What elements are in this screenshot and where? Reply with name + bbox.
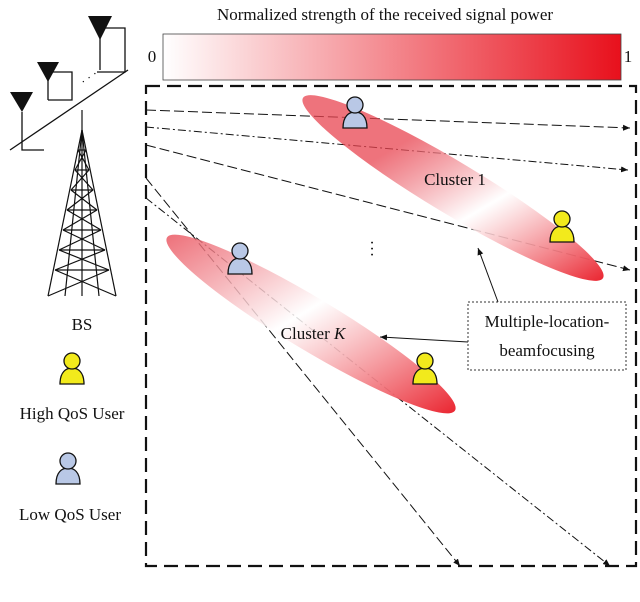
cluster-k-region (166, 234, 456, 414)
coverage-region (144, 84, 638, 568)
cluster-1-region (302, 95, 604, 281)
cluster-1-label: Cluster 1 (424, 170, 486, 189)
colorbar (162, 33, 622, 81)
callout-line-2: beamfocusing (499, 341, 595, 360)
callout-box (467, 301, 627, 371)
callout-line-1: Multiple-location- (485, 312, 610, 331)
colorbar-title: Normalized strength of the received sign… (217, 5, 553, 24)
cluster-k-label: Cluster K (281, 324, 347, 343)
antenna-array (9, 27, 129, 151)
cluster-k-italic: K (333, 324, 347, 343)
tower-icon (47, 110, 117, 297)
between-clusters-dots: ··· (369, 235, 374, 264)
legend-high-qos-label: High QoS User (20, 404, 125, 423)
beam-1 (145, 109, 631, 131)
legend-low-qos-label: Low QoS User (19, 505, 121, 524)
bs-label: BS (72, 315, 93, 334)
antenna-dots: · · · (78, 67, 101, 89)
colorbar-min-label: 0 (148, 47, 157, 66)
legend-high-qos-icon (59, 352, 85, 385)
callout-arrows (379, 247, 499, 343)
beam-4 (145, 177, 461, 567)
cluster-k-prefix: Cluster (281, 324, 334, 343)
legend-low-qos-icon (55, 452, 81, 485)
antenna-icon (10, 16, 112, 112)
colorbar-max-label: 1 (624, 47, 633, 66)
